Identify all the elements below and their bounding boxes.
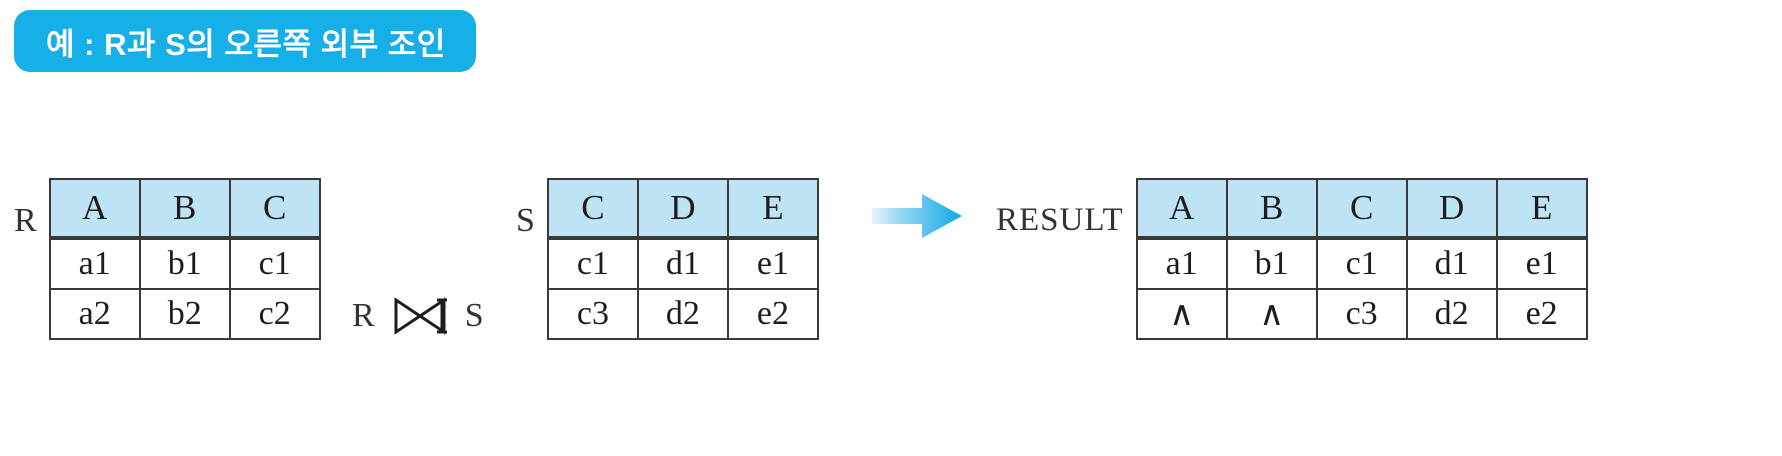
null-cell: ∧ <box>1225 288 1318 340</box>
cell: c2 <box>228 288 321 340</box>
relation-r: R A B C a1 b1 c1 a2 b2 c2 <box>14 178 321 340</box>
cell: e1 <box>1495 237 1588 290</box>
relation-r-label: R <box>14 202 37 239</box>
cell: b1 <box>1225 237 1318 290</box>
cell: c1 <box>1315 237 1408 290</box>
column-header-e: E <box>1495 178 1588 240</box>
column-header-b: B <box>1225 178 1318 240</box>
table-row: a1 b1 c1 d1 e1 <box>1135 237 1588 290</box>
cell: b1 <box>138 237 231 290</box>
column-header-b: B <box>138 178 231 240</box>
table-header-row: A B C <box>48 178 321 240</box>
join-right-operand: S <box>464 297 484 334</box>
relation-result: RESULT A B C D E a1 b1 c1 d1 e1 ∧ ∧ c3 <box>996 178 1588 340</box>
cell: e2 <box>1495 288 1588 340</box>
column-header-c: C <box>546 178 639 240</box>
cell: d2 <box>636 288 729 340</box>
column-header-a: A <box>1135 178 1228 240</box>
cell: a1 <box>1135 237 1228 290</box>
cell: a1 <box>48 237 141 290</box>
cell: b2 <box>138 288 231 340</box>
table-header-row: C D E <box>546 178 819 240</box>
column-header-d: D <box>1405 178 1498 240</box>
title-text: 예 : R과 S의 오른쪽 외부 조인 <box>46 26 446 62</box>
table-header-row: A B C D E <box>1135 178 1588 240</box>
cell: d1 <box>636 237 729 290</box>
right-arrow-icon <box>872 192 964 245</box>
relation-result-table: A B C D E a1 b1 c1 d1 e1 ∧ ∧ c3 d2 e2 <box>1135 178 1588 340</box>
table-row: c1 d1 e1 <box>546 237 819 290</box>
join-left-operand: R <box>352 297 375 334</box>
table-row: a1 b1 c1 <box>48 237 321 290</box>
cell: e2 <box>726 288 819 340</box>
right-outer-join-symbol <box>393 296 447 336</box>
relation-s: S C D E c1 d1 e1 c3 d2 e2 <box>516 178 819 340</box>
cell: c1 <box>546 237 639 290</box>
relation-result-label: RESULT <box>996 202 1124 238</box>
cell: a2 <box>48 288 141 340</box>
column-header-c: C <box>1315 178 1408 240</box>
null-cell: ∧ <box>1135 288 1228 340</box>
relation-s-label: S <box>516 202 535 239</box>
table-row: c3 d2 e2 <box>546 288 819 340</box>
cell: d2 <box>1405 288 1498 340</box>
cell: c1 <box>228 237 321 290</box>
column-header-c: C <box>228 178 321 240</box>
column-header-e: E <box>726 178 819 240</box>
cell: c3 <box>546 288 639 340</box>
column-header-a: A <box>48 178 141 240</box>
relation-s-table: C D E c1 d1 e1 c3 d2 e2 <box>546 178 819 340</box>
relation-r-table: A B C a1 b1 c1 a2 b2 c2 <box>48 178 321 340</box>
join-expression: R S <box>352 296 484 336</box>
table-row: a2 b2 c2 <box>48 288 321 340</box>
table-row: ∧ ∧ c3 d2 e2 <box>1135 288 1588 340</box>
column-header-d: D <box>636 178 729 240</box>
cell: d1 <box>1405 237 1498 290</box>
title-badge: 예 : R과 S의 오른쪽 외부 조인 <box>14 10 476 72</box>
cell: e1 <box>726 237 819 290</box>
cell: c3 <box>1315 288 1408 340</box>
